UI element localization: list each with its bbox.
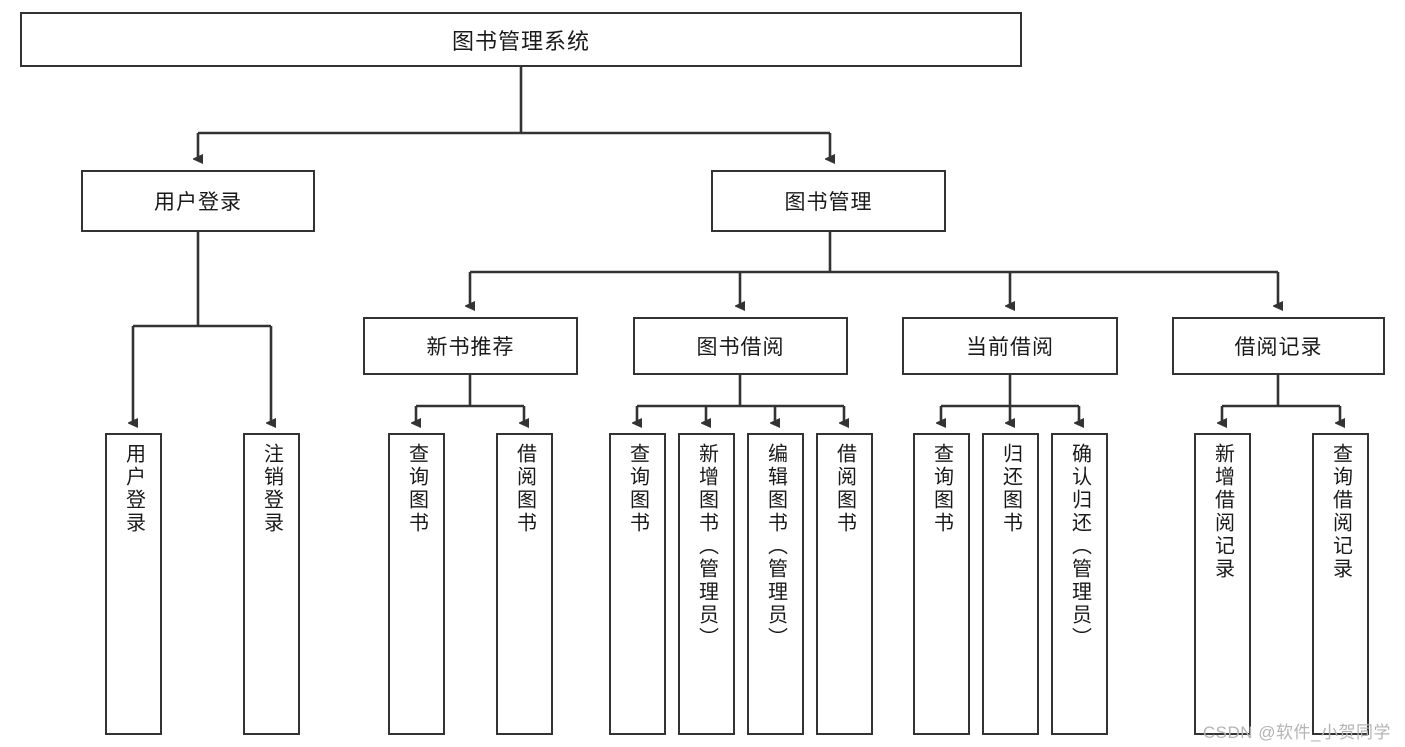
node-leaf-confirm-return-label: 确认归还（管理员） xyxy=(1068,443,1091,650)
node-book-borrow[interactable]: 图书借阅 xyxy=(633,317,848,375)
node-current-borrow[interactable]: 当前借阅 xyxy=(902,317,1118,375)
node-leaf-borrow-book-2[interactable]: 借阅图书 xyxy=(816,433,873,735)
node-borrow-record[interactable]: 借阅记录 xyxy=(1172,317,1385,375)
node-new-book-rec[interactable]: 新书推荐 xyxy=(363,317,578,375)
node-leaf-query-book-2[interactable]: 查询图书 xyxy=(609,433,666,735)
node-leaf-query-book-3-label: 查询图书 xyxy=(930,443,953,535)
node-root-label: 图书管理系统 xyxy=(451,28,590,54)
node-book-manage-label: 图书管理 xyxy=(784,191,873,214)
node-leaf-query-book-1[interactable]: 查询图书 xyxy=(388,433,445,735)
node-leaf-logout-label: 注销登录 xyxy=(260,443,283,535)
node-leaf-add-record[interactable]: 新增借阅记录 xyxy=(1194,433,1251,735)
node-leaf-borrow-book-1-label: 借阅图书 xyxy=(513,443,536,535)
node-leaf-query-record-label: 查询借阅记录 xyxy=(1329,443,1352,581)
node-root[interactable]: 图书管理系统 xyxy=(20,12,1022,67)
node-leaf-borrow-book-1[interactable]: 借阅图书 xyxy=(496,433,553,735)
node-book-borrow-label: 图书借阅 xyxy=(696,336,785,359)
node-leaf-confirm-return[interactable]: 确认归还（管理员） xyxy=(1051,433,1108,735)
node-leaf-edit-book[interactable]: 编辑图书（管理员） xyxy=(747,433,804,735)
node-leaf-query-book-2-label: 查询图书 xyxy=(626,443,649,535)
node-leaf-return-book[interactable]: 归还图书 xyxy=(982,433,1039,735)
node-leaf-user-login-label: 用户登录 xyxy=(122,443,145,535)
node-leaf-query-record[interactable]: 查询借阅记录 xyxy=(1312,433,1369,735)
node-new-book-rec-label: 新书推荐 xyxy=(426,336,515,359)
node-leaf-add-book-label: 新增图书（管理员） xyxy=(695,443,718,650)
node-user-login-label: 用户登录 xyxy=(154,191,242,214)
node-leaf-query-book-1-label: 查询图书 xyxy=(405,443,428,535)
node-leaf-edit-book-label: 编辑图书（管理员） xyxy=(764,443,787,650)
node-leaf-logout[interactable]: 注销登录 xyxy=(243,433,300,735)
node-borrow-record-label: 借阅记录 xyxy=(1234,336,1323,359)
node-user-login[interactable]: 用户登录 xyxy=(81,170,315,232)
node-leaf-borrow-book-2-label: 借阅图书 xyxy=(833,443,856,535)
node-book-manage[interactable]: 图书管理 xyxy=(711,170,946,232)
node-current-borrow-label: 当前借阅 xyxy=(966,336,1054,359)
node-leaf-add-record-label: 新增借阅记录 xyxy=(1211,443,1234,581)
node-leaf-return-book-label: 归还图书 xyxy=(999,443,1022,535)
watermark: CSDN @软件_小贺同学 xyxy=(1202,723,1391,742)
node-leaf-user-login[interactable]: 用户登录 xyxy=(105,433,162,735)
node-leaf-add-book[interactable]: 新增图书（管理员） xyxy=(678,433,735,735)
node-leaf-query-book-3[interactable]: 查询图书 xyxy=(913,433,970,735)
